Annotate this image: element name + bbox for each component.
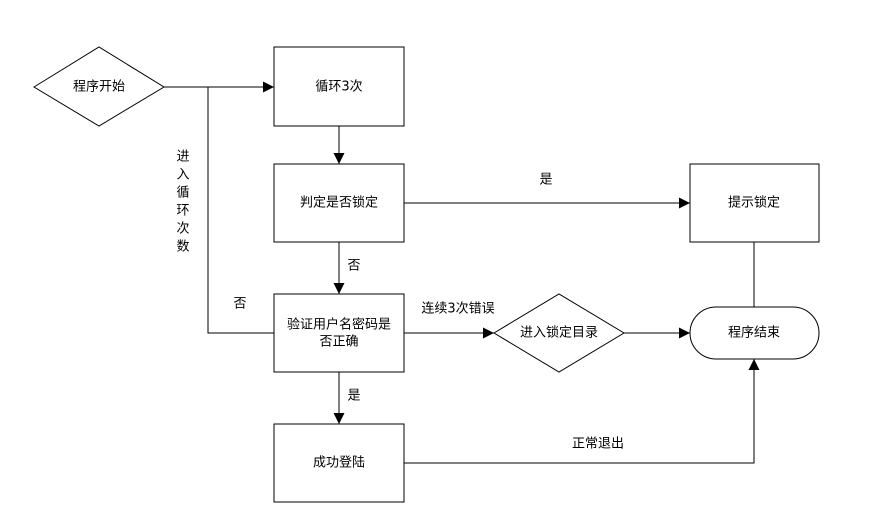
enter-loop-char: 循 <box>176 186 189 201</box>
verify-label-line2: 否正确 <box>319 335 358 350</box>
edge-label-three-errors: 连续3次错误 <box>421 301 494 317</box>
edge-label-enter-loop: 进 入 循 环 次 数 <box>176 150 189 255</box>
check-locked-label: 判定是否锁定 <box>300 195 378 211</box>
login-success-label: 成功登陆 <box>313 455 365 471</box>
enter-loop-char: 入 <box>176 168 189 183</box>
enter-lock-label: 进入锁定目录 <box>520 325 598 341</box>
verify-label-line1: 验证用户名密码是 <box>287 317 391 333</box>
edge-label-verify-yes: 是 <box>347 389 360 404</box>
edge-label-yes-locked: 是 <box>539 173 552 188</box>
start-label: 程序开始 <box>73 80 125 95</box>
loop-label: 循环3次 <box>315 79 362 95</box>
edge-label-no-locked: 否 <box>347 259 360 274</box>
enter-loop-char: 次 <box>176 221 189 237</box>
enter-loop-char: 环 <box>176 204 189 219</box>
edge-label-retry-no: 否 <box>233 297 246 312</box>
enter-loop-char: 数 <box>176 240 189 255</box>
edge-label-normal-exit: 正常退出 <box>572 437 624 452</box>
end-label: 程序结束 <box>728 326 780 341</box>
notify-locked-label: 提示锁定 <box>728 195 780 211</box>
edge-success-to-end <box>404 359 760 464</box>
enter-loop-char: 进 <box>176 150 189 165</box>
edge-verify-loop-back <box>207 87 274 334</box>
verify-box <box>273 293 405 373</box>
